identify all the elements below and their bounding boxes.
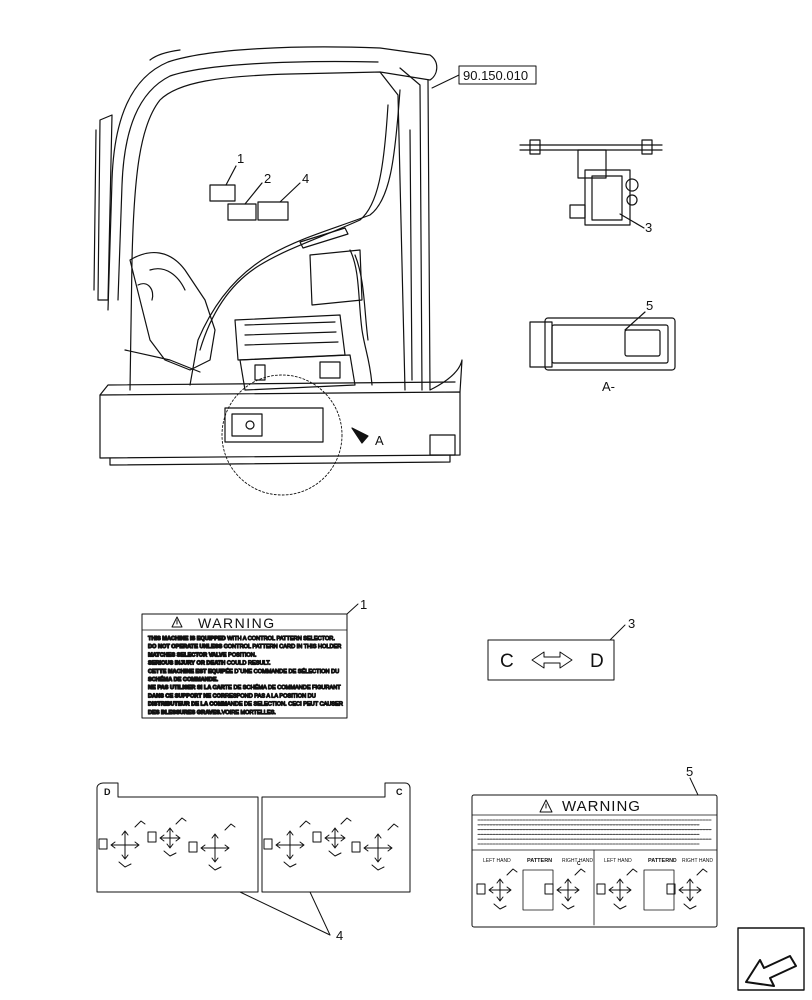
cab-callout-4 [257,182,301,221]
decal-4-card-left [96,782,259,893]
pattern-icon-cluster [147,817,187,857]
decal-5-pattern-label-left: PATTERN [527,858,552,864]
view-a-title: A- [602,379,615,394]
decal-4-right-tab: C [396,787,403,797]
decal-1-line-bold: SERIOUS INJURY OR DEATH [148,661,225,667]
decal-5-right-side-label: RIGHT HAND [562,858,593,864]
decal-1-text-block: THIS MACHINE IS EQUIPPED WITH A CONTROL … [147,635,343,716]
decal-3-left-letter: C [500,651,514,672]
cab-illustration [93,46,463,496]
decal-1-line-rest: COULD RESULT. [225,661,271,667]
decal-1-warning [141,603,359,719]
decal-1-line: SERIOUS INJURY OR DEATH COULD RESULT. [148,661,271,667]
decal-5-left-side-label-2: LEFT HAND [604,858,632,864]
decal-3-right-letter: D [590,651,604,672]
decal-1-line: SCHÉMA DE COMMANDE. [148,675,218,683]
decal-1-line: DANS CE SUPPORT NE CORRESPOND PAS A LA P… [148,693,316,699]
pattern-icon-cluster [666,868,708,910]
card-holder-drawing [529,311,676,371]
decal-4-card-right [261,782,411,893]
decal-5-warning [471,777,718,928]
decal-1-line: THIS MACHINE IS EQUIPPED WITH A CONTROL … [148,636,335,642]
decal-1-line-rest: VOIRE MORTELLES. [222,710,277,716]
decal-5-fine-print [477,819,713,845]
decal-1-line-rest: RESPOND PAS A LA POSITION DU [225,693,316,699]
decal-4-right-pattern-icons [263,817,399,871]
pattern-icon-cluster [596,868,638,910]
pattern-icon-cluster [263,820,311,868]
decal-1-line-rest: WITH A CONTROL PATTERN SELECTOR. [226,636,336,642]
callout-3-valve: 3 [645,220,652,235]
decal-4-left-pattern-icons [98,817,236,871]
decal-5-right-mark: D [673,858,677,864]
view-a-arrow-label: A [375,433,384,448]
pattern-icon-cluster [351,823,399,871]
decal-5-title: WARNING [562,798,641,815]
decal-1-line-bold: SCHÉMA DE COMMANDE. [148,675,218,683]
decal-4-left-tab: D [104,787,111,797]
callout-1-cab: 1 [237,151,244,166]
decal-1-line-rest: TE DE SCHÉMA DE COMMANDE FIGURANT [225,684,342,691]
decal-1-line-bold: NE PAS UTILISER SI LA CAR [148,685,225,691]
callout-4-decal: 4 [336,928,343,943]
decal-1-line: DES BLESSURES GRAVES.VOIRE MORTELLES. [148,710,276,716]
pattern-icon-cluster [476,868,518,910]
callout-1-decal: 1 [360,597,367,612]
decal-1-line-rest: POSITION. [227,652,257,658]
decal-1-line-bold: DANS CE SUPPORT NE COR [148,693,225,699]
callout-5-holder: 5 [646,298,653,313]
decal-1-line-rest: ÉE D`UNE COMMANDE DE SÉLECTION DU [225,668,339,675]
callout-4-cab: 4 [302,171,309,186]
pattern-icon-cluster [98,820,146,868]
cab-callout-1 [209,165,237,202]
reference-label: 90.150.010 [463,68,528,83]
decal-1-line-bold: DES BLESSURES GRAVES. [148,710,222,716]
pattern-icon-cluster [312,817,352,857]
decal-5-right-side-label-2: RIGHT HAND [682,858,713,864]
decal-1-title: WARNING [198,615,276,631]
decal-1-line: DO NOT OPERATE UNLESS CONTROL PATTERN CA… [148,644,341,650]
cab-callout-2 [227,182,263,221]
decal-1-line-bold: CETTE MACHINE EST EQUIP [148,669,226,675]
decal-5-pattern-label-right: PATTERN [648,858,673,864]
decal-5-pattern-icons [476,868,708,910]
callout-2-cab: 2 [264,171,271,186]
decal-1-line-bold: MATCHES SELECTOR VALVE [148,652,227,658]
decal-3-selector [487,624,626,681]
pattern-icon-cluster [544,868,586,910]
decal-1-line: CETTE MACHINE EST EQUIPÉE D`UNE COMMANDE… [148,668,339,675]
selector-valve-drawing [519,139,663,229]
decal-5-left-side-label: LEFT HAND [483,858,511,864]
callout-5-decal: 5 [686,764,693,779]
decal-1-line-rest: ANDE DE SELECTION. CECI PEUT CAUSER [227,702,343,708]
decal-1-line: NE PAS UTILISER SI LA CARTE DE SCHÉMA DE… [148,684,341,691]
callout-3-decal: 3 [628,616,635,631]
decal-1-line-bold: DO NOT OPERATE UNLESS C [148,644,228,650]
decal-1-line-rest: ONTROL PATTERN CARD IN THIS HOLDER [228,644,342,650]
decal-1-line-bold: DISTRIBUTEUR DE LA COMM [148,702,227,708]
decal-1-line: MATCHES SELECTOR VALVE POSITION. [148,652,257,658]
decal-1-line-bold: THIS MACHINE IS EQUIPPED [148,636,226,642]
decal-5-left-mark: C [577,861,581,867]
decal-1-line: DISTRIBUTEUR DE LA COMMANDE DE SELECTION… [148,702,343,708]
navigation-arrow-icon[interactable] [737,927,805,991]
pattern-icon-cluster [188,823,236,871]
